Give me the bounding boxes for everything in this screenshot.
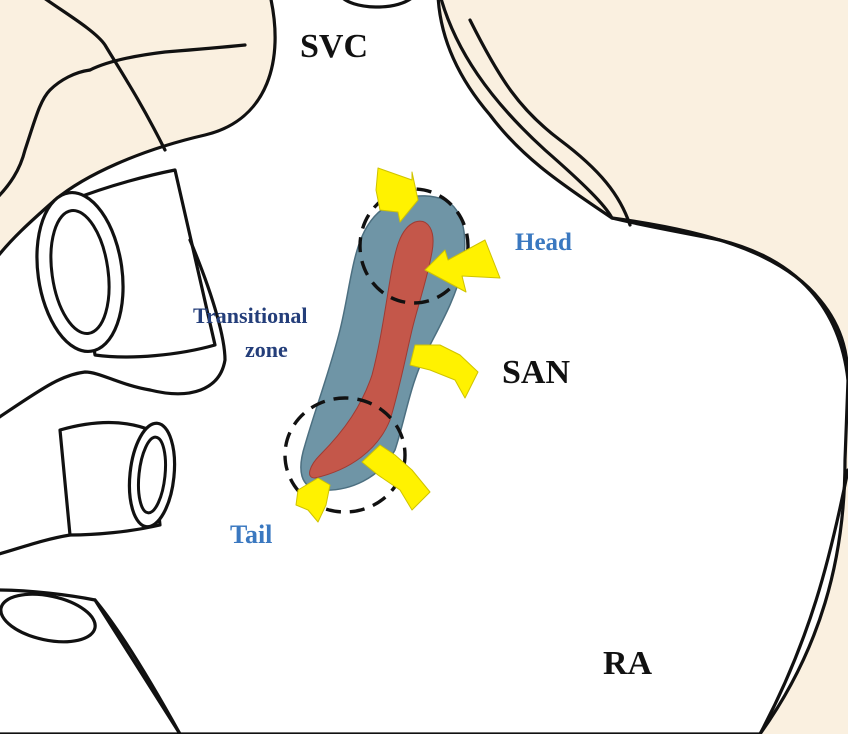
left-upper-vessel	[40, 0, 165, 150]
label-svc: SVC	[300, 28, 368, 65]
label-transitional: Transitional	[193, 303, 308, 328]
label-tail: Tail	[230, 520, 272, 549]
label-head: Head	[515, 229, 572, 256]
label-ra: RA	[603, 645, 653, 682]
label-zone: zone	[245, 337, 288, 362]
left-upper-vessel-2	[0, 70, 90, 200]
label-san: SAN	[502, 354, 570, 391]
